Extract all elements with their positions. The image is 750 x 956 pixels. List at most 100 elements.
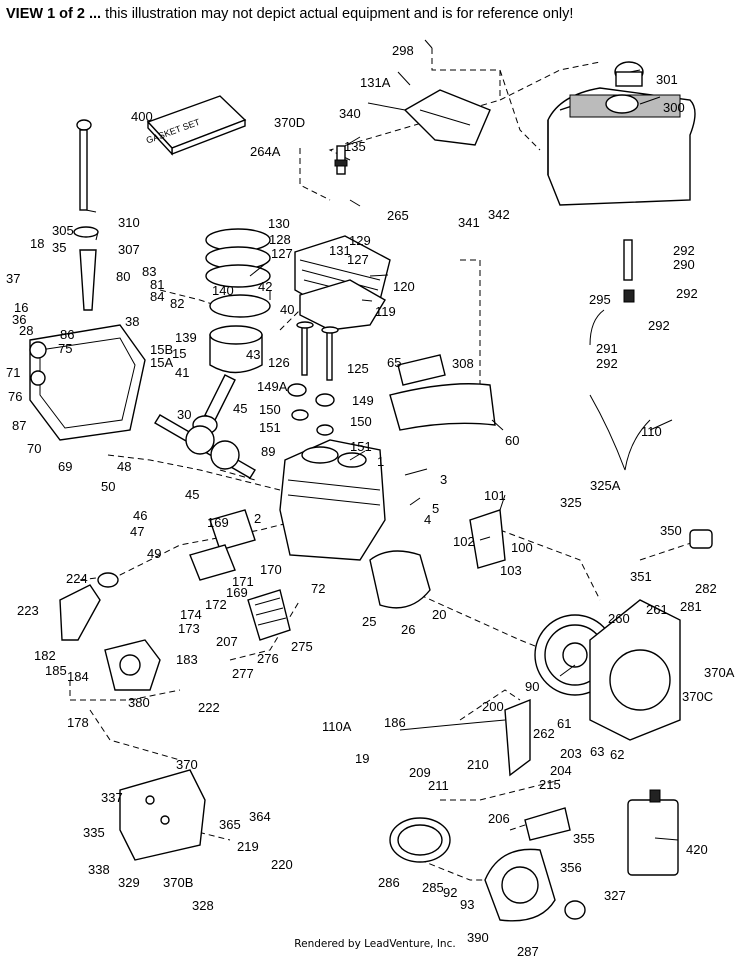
part-label-149: 149 (352, 393, 374, 408)
part-label-65: 65 (387, 355, 401, 370)
part-label-400: 400 (131, 109, 153, 124)
part-label-50: 50 (101, 479, 115, 494)
part-label-364: 364 (249, 809, 271, 824)
intake-gaskets (189, 509, 256, 581)
part-label-61: 61 (557, 716, 571, 731)
part-label-19: 19 (355, 751, 369, 766)
muffler-guard (119, 769, 206, 861)
part-label-35: 35 (52, 240, 66, 255)
recoil-starter (484, 848, 586, 922)
part-label-125: 125 (347, 361, 369, 376)
part-label-90: 90 (525, 679, 539, 694)
part-label-210: 210 (467, 757, 489, 772)
part-label-380: 380 (128, 695, 150, 710)
part-label-135: 135 (344, 139, 366, 154)
dipstick (73, 119, 99, 311)
part-label-173: 173 (178, 621, 200, 636)
leader-lines (85, 39, 679, 841)
intake-elbow (59, 572, 119, 641)
spark-plug (334, 145, 348, 175)
part-label-40: 40 (280, 302, 294, 317)
gasket-set-box: GASKET SET (145, 95, 247, 156)
part-label-219: 219 (237, 839, 259, 854)
part-label-370C: 370C (682, 689, 713, 704)
part-label-185: 185 (45, 663, 67, 678)
starter-cup (389, 817, 451, 863)
part-label-310: 310 (118, 215, 140, 230)
fuel-tank (547, 61, 696, 206)
part-label-215: 215 (539, 777, 561, 792)
part-label-128: 128 (269, 232, 291, 247)
part-label-301: 301 (656, 72, 678, 87)
part-label-222: 222 (198, 700, 220, 715)
part-label-169: 169 (207, 515, 229, 530)
part-label-26: 26 (401, 622, 415, 637)
part-label-338: 338 (88, 862, 110, 877)
part-label-300: 300 (663, 100, 685, 115)
part-label-3: 3 (440, 472, 447, 487)
part-label-103: 103 (500, 563, 522, 578)
part-label-170: 170 (260, 562, 282, 577)
part-label-370B: 370B (163, 875, 193, 890)
part-label-340: 340 (339, 106, 361, 121)
part-label-151: 151 (259, 420, 281, 435)
part-label-281: 281 (680, 599, 702, 614)
part-label-370A: 370A (704, 665, 735, 680)
part-label-87: 87 (12, 418, 26, 433)
part-label-329: 329 (118, 875, 140, 890)
part-label-204: 204 (550, 763, 572, 778)
part-label-2: 2 (254, 511, 261, 526)
part-label-277: 277 (232, 666, 254, 681)
part-label-203: 203 (560, 746, 582, 761)
part-label-307: 307 (118, 242, 140, 257)
part-label-390: 390 (467, 930, 489, 945)
shroud-25 (369, 550, 431, 609)
part-label-184: 184 (67, 669, 89, 684)
part-label-4: 4 (424, 512, 431, 527)
part-label-76: 76 (8, 389, 22, 404)
part-label-47: 47 (130, 524, 144, 539)
part-label-291: 291 (596, 341, 618, 356)
part-label-285: 285 (422, 880, 444, 895)
part-label-327: 327 (604, 888, 626, 903)
fuel-line (589, 239, 635, 346)
part-label-110A: 110A (322, 719, 352, 734)
part-label-200: 200 (482, 699, 504, 714)
part-label-370: 370 (176, 757, 198, 772)
part-label-420: 420 (686, 842, 708, 857)
part-label-83: 83 (142, 264, 156, 279)
part-label-209: 209 (409, 765, 431, 780)
part-label-43: 43 (246, 347, 260, 362)
part-label-370D: 370D (274, 115, 305, 130)
part-label-89: 89 (261, 444, 275, 459)
part-label-49: 49 (147, 546, 161, 561)
part-label-292: 292 (648, 318, 670, 333)
part-label-290: 290 (673, 257, 695, 272)
part-label-262: 262 (533, 726, 555, 741)
part-label-127: 127 (271, 246, 293, 261)
part-label-127: 127 (347, 252, 369, 267)
part-label-286: 286 (378, 875, 400, 890)
tank-bracket (403, 89, 491, 146)
choke-switch (689, 529, 713, 549)
carburetor (104, 639, 161, 691)
part-label-92: 92 (443, 885, 457, 900)
part-label-100: 100 (511, 540, 533, 555)
part-label-72: 72 (311, 581, 325, 596)
part-label-260: 260 (608, 611, 630, 626)
part-label-292: 292 (673, 243, 695, 258)
part-label-18: 18 (30, 236, 44, 251)
part-label-186: 186 (384, 715, 406, 730)
part-label-355: 355 (573, 831, 595, 846)
part-label-102: 102 (453, 534, 475, 549)
part-label-101: 101 (484, 488, 506, 503)
connecting-rod (192, 374, 236, 435)
part-label-305: 305 (52, 223, 74, 238)
part-label-182: 182 (34, 648, 56, 663)
part-label-69: 69 (58, 459, 72, 474)
oil-bottle (627, 789, 679, 876)
part-label-42: 42 (258, 279, 272, 294)
crankshaft (154, 414, 256, 479)
